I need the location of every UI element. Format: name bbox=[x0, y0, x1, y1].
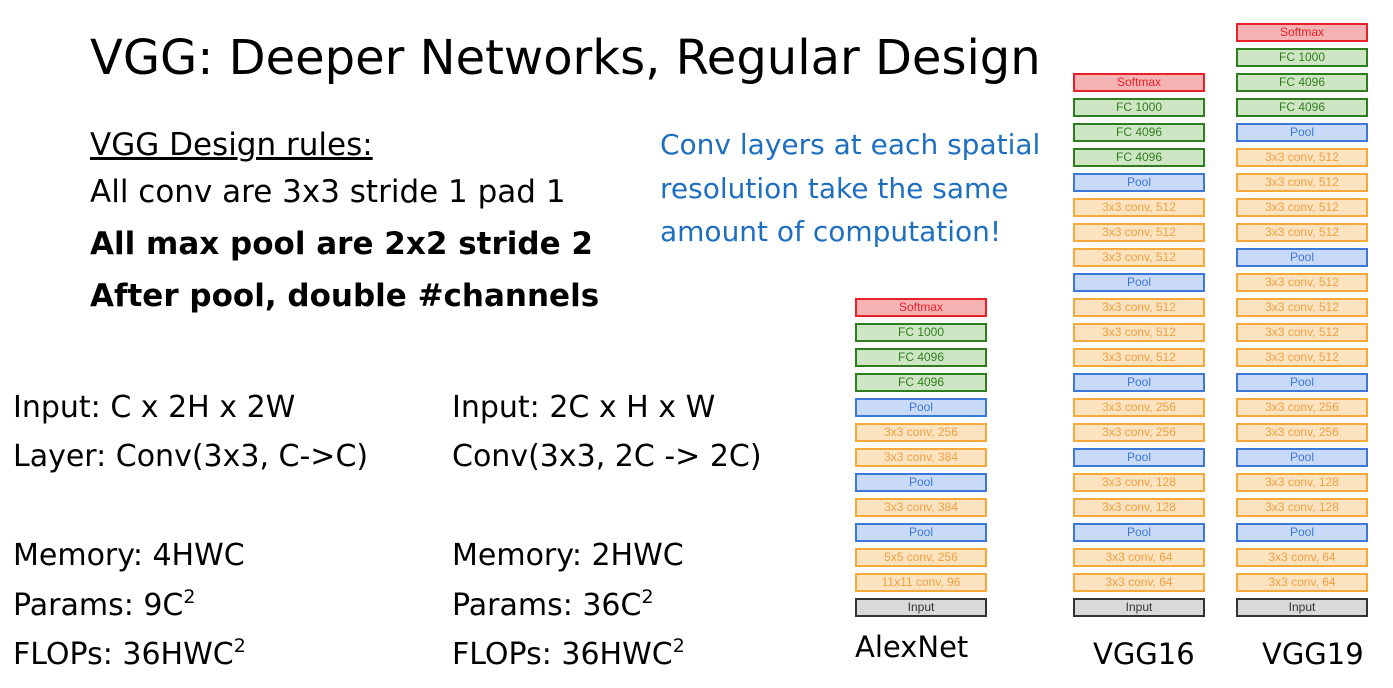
layer-softmax: Softmax bbox=[1236, 23, 1368, 42]
layer-conv: 3x3 conv, 256 bbox=[1073, 398, 1205, 417]
left-flops-text: FLOPs: 36HWC bbox=[13, 637, 234, 672]
layer-pool: Pool bbox=[1073, 173, 1205, 192]
left-flops-exponent: 2 bbox=[233, 635, 246, 657]
layer-fc: FC 1000 bbox=[1236, 48, 1368, 67]
layer-conv: 3x3 conv, 512 bbox=[1073, 198, 1205, 217]
left-flops: FLOPs: 36HWC2 bbox=[13, 635, 246, 672]
layer-conv: 11x11 conv, 96 bbox=[855, 573, 987, 592]
layer-fc: FC 4096 bbox=[1073, 123, 1205, 142]
right-params-text: Params: 36C bbox=[452, 588, 642, 623]
network-name-vgg19: VGG19 bbox=[1262, 637, 1364, 671]
right-flops-text: FLOPs: 36HWC bbox=[452, 637, 673, 672]
layer-conv: 3x3 conv, 512 bbox=[1236, 323, 1368, 342]
layer-input: Input bbox=[1073, 598, 1205, 617]
layer-conv: 3x3 conv, 512 bbox=[1073, 248, 1205, 267]
left-params-text: Params: 9C bbox=[13, 588, 184, 623]
layer-pool: Pool bbox=[1236, 248, 1368, 267]
layer-conv: 3x3 conv, 512 bbox=[1236, 223, 1368, 242]
layer-pool: Pool bbox=[855, 398, 987, 417]
layer-input: Input bbox=[1236, 598, 1368, 617]
right-layer: Conv(3x3, 2C -> 2C) bbox=[452, 439, 762, 474]
left-layer: Layer: Conv(3x3, C->C) bbox=[13, 439, 369, 474]
left-params: Params: 9C2 bbox=[13, 586, 196, 623]
layer-fc: FC 4096 bbox=[1236, 98, 1368, 117]
right-input: Input: 2C x H x W bbox=[452, 390, 716, 425]
right-flops: FLOPs: 36HWC2 bbox=[452, 635, 685, 672]
layer-input: Input bbox=[855, 598, 987, 617]
layer-fc: FC 1000 bbox=[855, 323, 987, 342]
slide-title: VGG: Deeper Networks, Regular Design bbox=[90, 30, 1041, 86]
layer-pool: Pool bbox=[1073, 523, 1205, 542]
layer-softmax: Softmax bbox=[855, 298, 987, 317]
layer-conv: 3x3 conv, 512 bbox=[1073, 223, 1205, 242]
layer-pool: Pool bbox=[855, 523, 987, 542]
network-name-alexnet: AlexNet bbox=[855, 630, 969, 664]
layer-conv: 3x3 conv, 128 bbox=[1236, 498, 1368, 517]
layer-conv: 3x3 conv, 256 bbox=[1236, 423, 1368, 442]
layer-conv: 3x3 conv, 256 bbox=[855, 423, 987, 442]
layer-conv: 3x3 conv, 64 bbox=[1073, 548, 1205, 567]
layer-conv: 3x3 conv, 512 bbox=[1073, 323, 1205, 342]
layer-conv: 3x3 conv, 64 bbox=[1073, 573, 1205, 592]
layer-conv: 3x3 conv, 384 bbox=[855, 498, 987, 517]
right-params: Params: 36C2 bbox=[452, 586, 654, 623]
layer-conv: 3x3 conv, 512 bbox=[1236, 348, 1368, 367]
layer-pool: Pool bbox=[1236, 523, 1368, 542]
note-line-2: resolution take the same bbox=[660, 172, 1009, 205]
layer-conv: 3x3 conv, 512 bbox=[1236, 273, 1368, 292]
rule-channels: After pool, double #channels bbox=[90, 278, 600, 314]
layer-pool: Pool bbox=[1073, 373, 1205, 392]
note-line-3: amount of computation! bbox=[660, 215, 1002, 248]
rule-pool: All max pool are 2x2 stride 2 bbox=[90, 226, 593, 262]
layer-conv: 3x3 conv, 128 bbox=[1073, 473, 1205, 492]
layer-conv: 3x3 conv, 128 bbox=[1236, 473, 1368, 492]
layer-conv: 3x3 conv, 256 bbox=[1073, 423, 1205, 442]
right-flops-exponent: 2 bbox=[672, 635, 685, 657]
layer-fc: FC 4096 bbox=[1073, 148, 1205, 167]
rule-conv: All conv are 3x3 stride 1 pad 1 bbox=[90, 174, 566, 210]
layer-fc: FC 4096 bbox=[855, 373, 987, 392]
layer-pool: Pool bbox=[1073, 448, 1205, 467]
layer-conv: 3x3 conv, 64 bbox=[1236, 548, 1368, 567]
layer-conv: 3x3 conv, 64 bbox=[1236, 573, 1368, 592]
note-line-1: Conv layers at each spatial bbox=[660, 128, 1041, 161]
layer-conv: 3x3 conv, 256 bbox=[1236, 398, 1368, 417]
layer-conv: 3x3 conv, 512 bbox=[1236, 148, 1368, 167]
layer-conv: 3x3 conv, 512 bbox=[1236, 173, 1368, 192]
layer-conv: 5x5 conv, 256 bbox=[855, 548, 987, 567]
layer-conv: 3x3 conv, 512 bbox=[1236, 298, 1368, 317]
rules-heading: VGG Design rules: bbox=[90, 127, 373, 163]
layer-softmax: Softmax bbox=[1073, 73, 1205, 92]
layer-pool: Pool bbox=[855, 473, 987, 492]
layer-fc: FC 4096 bbox=[1236, 73, 1368, 92]
layer-pool: Pool bbox=[1073, 273, 1205, 292]
layer-pool: Pool bbox=[1236, 123, 1368, 142]
layer-conv: 3x3 conv, 128 bbox=[1073, 498, 1205, 517]
right-memory: Memory: 2HWC bbox=[452, 538, 684, 573]
left-input: Input: C x 2H x 2W bbox=[13, 390, 296, 425]
network-name-vgg16: VGG16 bbox=[1093, 637, 1195, 671]
layer-conv: 3x3 conv, 512 bbox=[1073, 298, 1205, 317]
layer-pool: Pool bbox=[1236, 373, 1368, 392]
right-params-exponent: 2 bbox=[641, 586, 654, 608]
layer-conv: 3x3 conv, 512 bbox=[1073, 348, 1205, 367]
layer-fc: FC 1000 bbox=[1073, 98, 1205, 117]
layer-conv: 3x3 conv, 512 bbox=[1236, 198, 1368, 217]
left-memory: Memory: 4HWC bbox=[13, 538, 245, 573]
left-params-exponent: 2 bbox=[183, 586, 196, 608]
layer-conv: 3x3 conv, 384 bbox=[855, 448, 987, 467]
layer-pool: Pool bbox=[1236, 448, 1368, 467]
layer-fc: FC 4096 bbox=[855, 348, 987, 367]
